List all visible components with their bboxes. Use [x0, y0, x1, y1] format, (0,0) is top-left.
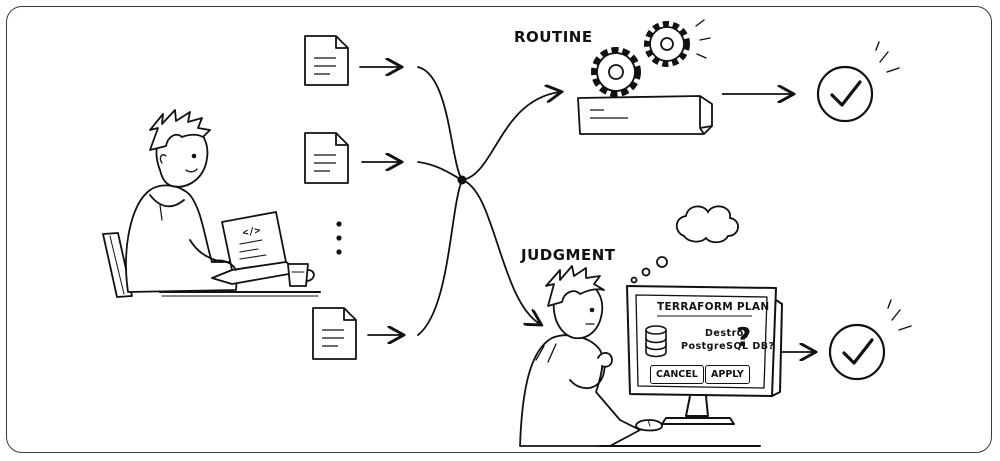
document-icon — [304, 35, 349, 86]
apply-button[interactable]: APPLY — [705, 365, 750, 384]
junction-dot — [457, 175, 467, 185]
judgment-label: JUDGMENT — [521, 246, 616, 264]
routine-machine — [577, 95, 713, 135]
check-circle-icon — [828, 299, 912, 381]
document-icon — [304, 132, 349, 184]
destroy-prompt: Destroy PostgreSQL DB? — [681, 327, 775, 353]
gear-icon — [644, 21, 690, 67]
destroy-prompt-line1: Destroy — [705, 328, 751, 339]
terraform-plan-title: TERRAFORM PLAN — [657, 301, 770, 313]
ellipsis-icon — [336, 221, 342, 255]
reviewer-figure — [519, 265, 761, 447]
laptop-code-glyph: </> — [242, 225, 262, 239]
developer-figure — [102, 109, 321, 298]
database-icon — [645, 325, 667, 358]
gear-icon — [591, 47, 641, 97]
question-mark: ? — [736, 323, 752, 353]
routine-label: ROUTINE — [514, 28, 593, 46]
destroy-prompt-line2: PostgreSQL DB? — [681, 341, 775, 352]
flow-arrows — [359, 67, 402, 335]
check-circle-icon — [816, 41, 900, 123]
motion-lines — [695, 19, 711, 59]
thought-bubble-icon — [630, 205, 739, 284]
document-icon — [312, 307, 357, 360]
flow-curves — [417, 66, 560, 336]
cancel-button[interactable]: CANCEL — [650, 365, 704, 384]
